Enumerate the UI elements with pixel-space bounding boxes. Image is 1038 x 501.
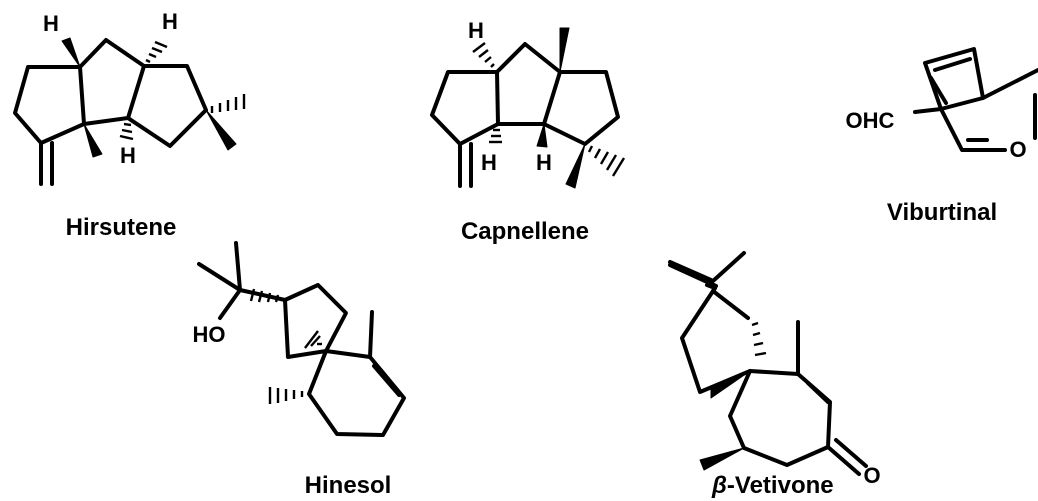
capnellene-hash-h2 [489, 128, 502, 144]
hinesol-hash-methyl [268, 387, 304, 404]
hinesol-bonds [197, 241, 406, 437]
viburtinal-bonds [913, 47, 1038, 152]
beta-vetivone-bonds [668, 251, 868, 476]
viburtinal-ohc-label: OHC [846, 108, 895, 133]
capnellene-wedge-methyl [559, 27, 570, 73]
beta-vetivone-name-suffix: -Vetivone [727, 472, 834, 499]
hirsutene-wedge-h1 [61, 37, 81, 68]
beta-vetivone-hash-spiro [751, 321, 767, 357]
capnellene-wedge-gem-methyl [565, 143, 586, 189]
capnellene-structure: H H H Capnellene [430, 18, 626, 245]
capnellene-bonds [430, 42, 620, 188]
hirsutene-h-label-1: H [43, 11, 59, 36]
capnellene-h-label-1: H [468, 18, 484, 43]
hinesol-hash-sidechain [249, 288, 280, 303]
viburtinal-o-label: O [1009, 137, 1026, 162]
hirsutene-hash-gem-methyl [210, 94, 246, 113]
hirsutene-wedge-gem-methyl [205, 109, 237, 151]
viburtinal-structure: OHC O Viburtinal [846, 47, 1038, 226]
capnellene-hash-h1 [472, 42, 495, 68]
hinesol-hash-spiro [304, 330, 322, 349]
hinesol-name: Hinesol [305, 472, 392, 499]
beta-vetivone-name-prefix: β [711, 472, 727, 499]
beta-vetivone-wedge-methyl [699, 447, 745, 471]
capnellene-h-label-2: H [481, 150, 497, 175]
beta-vetivone-wedge-spiro [710, 370, 751, 399]
beta-vetivone-name: β-Vetivone [711, 472, 834, 499]
hirsutene-structure: H H H Hirsutene [13, 9, 246, 241]
hirsutene-name: Hirsutene [66, 214, 177, 241]
capnellene-wedge-h3 [536, 123, 548, 148]
viburtinal-name: Viburtinal [887, 199, 997, 226]
hirsutene-h-label-3: H [120, 143, 136, 168]
hirsutene-hash-h2 [145, 40, 168, 64]
hinesol-ho-label: HO [193, 322, 226, 347]
hinesol-structure: HO Hinesol [193, 241, 406, 499]
hirsutene-h-label-2: H [162, 9, 178, 34]
capnellene-h-label-3: H [536, 150, 552, 175]
hirsutene-hash-h3 [119, 122, 134, 141]
hirsutene-bonds [13, 38, 208, 186]
capnellene-name: Capnellene [461, 218, 589, 245]
beta-vetivone-o-label: O [863, 463, 880, 488]
hirsutene-wedge-methyl [83, 123, 103, 158]
beta-vetivone-structure: O β-Vetivone [668, 251, 881, 499]
capnellene-hash-gem-methyl [587, 145, 626, 177]
